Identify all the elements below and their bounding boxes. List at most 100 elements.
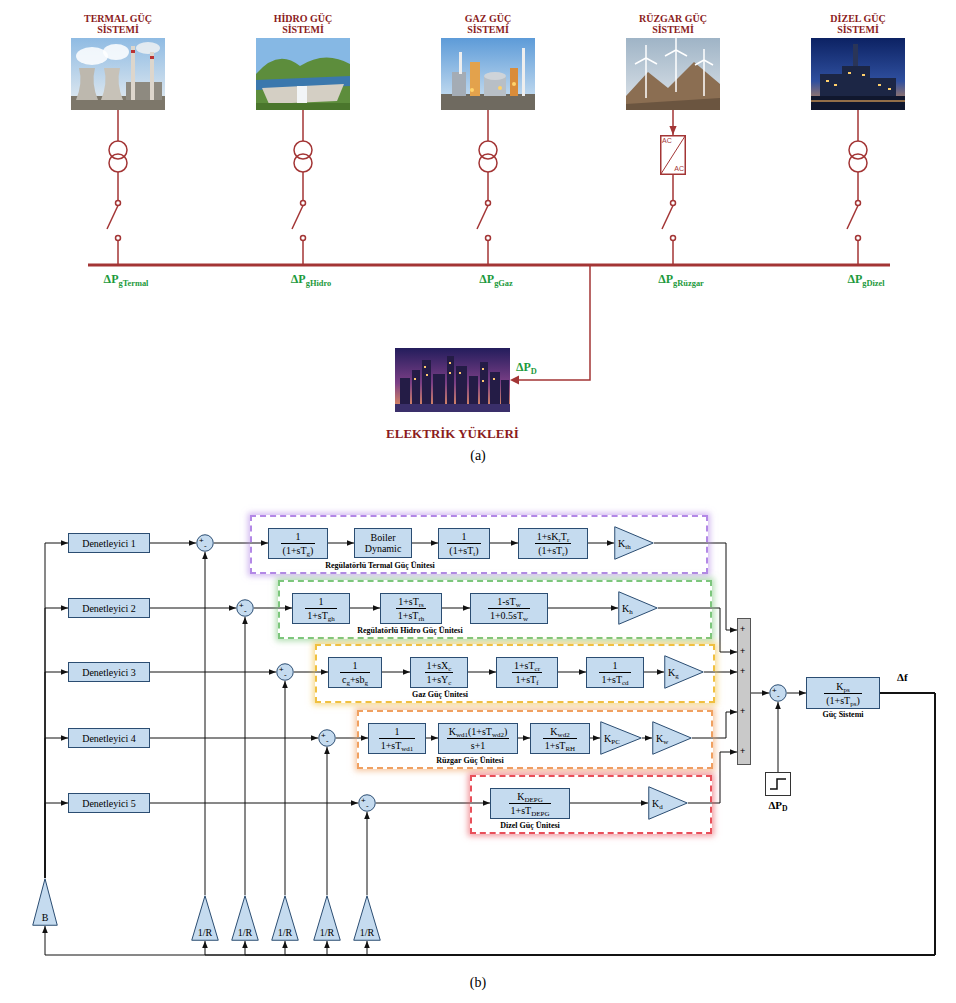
text-run: ) [856,695,859,706]
transfer-function-block: 1+sTcr1+sTf [496,657,558,688]
num: 1 [379,726,416,739]
text-run: 1+0.5sT [490,610,523,621]
text-run: 1+sT [511,805,532,816]
sg1: - [244,607,247,615]
power-wiring [301,201,306,206]
diesel-plant-picture [848,72,851,74]
signal-line [254,608,292,609]
power-wiring [116,236,121,241]
power-wiring [88,264,890,267]
controller-box: Denetleyici 2 [68,598,150,618]
text-holder: 1cg+sbg [340,660,370,685]
sg1: - [777,692,780,700]
diesel-plant-picture [878,84,881,86]
subscript: d [659,803,663,811]
city-load-picture [449,362,451,364]
ctrl-text: Denetleyici 2 [82,603,136,614]
num: 1 [447,531,480,544]
ctrl-text: Denetleyici 1 [82,538,136,549]
gain-block: 1/R [231,895,259,941]
gas-plant-picture [470,88,474,92]
text-run: T [561,531,567,542]
signal-line [245,693,935,955]
power-plant-photo: GAZ GÜÇ SİSTEMİ [441,38,535,110]
conv-a: AC [662,137,672,145]
subscript: f [536,679,538,687]
city-load-picture [424,366,426,368]
city-load-picture [469,376,478,404]
text-run: (1+sT [283,545,307,556]
power-wiring [302,172,304,201]
signal-line [45,543,68,878]
thermal-plant-picture [71,38,165,110]
plant-title: TERMAL GÜÇ SİSTEMİ [75,13,161,35]
process-block: Boiler Dynamic [354,528,412,558]
gain-block: KPC [600,721,642,755]
signal-line [150,672,276,673]
text-run: ΔP [516,360,531,374]
power-wiring [292,206,303,230]
subscript: w [523,615,528,623]
thermal-plant-picture [76,68,98,100]
sg0: + [199,537,204,545]
num: Kwd1(1+sTwd2) [447,726,510,739]
tri-r-text: Kd [652,798,663,809]
power-plant-photo: RÜZGAR GÜÇ SİSTEMİ [626,38,720,110]
wind-turbine-icon [665,50,676,56]
text-run: K [668,667,675,678]
subscript: c [448,665,451,673]
text-holder: Denetleyici 2 [82,603,136,614]
power-plant-photo: HİDRO GÜÇ SİSTEMİ [256,38,350,110]
wind-farm-picture [626,37,720,110]
power-wiring [487,241,489,266]
power-wiring [857,241,859,266]
plant-title: DİZEL GÜÇ SİSTEMİ [815,13,901,35]
unit-group: Dizel Güç ÜnitesiKDEPG1+sTDEPGKd [470,775,712,834]
gain-block: Kd [648,786,688,820]
subscript: DEPG [524,796,542,804]
subscript: wd1 [456,731,468,739]
tri-u-text: 1/R [313,927,341,938]
text-run: K [652,798,659,809]
text-run: 1 [352,660,357,671]
subscript: ps [850,700,856,708]
signal-line [382,672,410,673]
subscript: ps [844,686,850,694]
transfer-function-block: Kwd1(1+sTwd2)s+1 [438,723,518,754]
gain-block: Kg [664,655,704,689]
power-wiring [479,154,497,172]
group-title: Rüzgar Güç Ünitesi [436,756,503,766]
group-title: Gaz Güç Ünitesi [412,690,468,700]
text-run: +sb [350,674,365,685]
text-run: K [517,791,524,802]
city-load-picture [447,356,454,404]
wind-turbine-icon [676,50,687,56]
signal-line [426,738,438,739]
power-wiring [672,241,674,266]
text-run: K [656,733,663,744]
den: 1+0.5sTw [488,609,530,621]
signal-line [350,608,380,609]
text-holder: 1(1+sTt) [447,531,480,556]
den: 1+sTwd1 [379,739,416,751]
num: 1+sXc [425,660,454,673]
ctrl-text: Denetleyici 5 [82,798,136,809]
sg0: + [361,797,366,805]
wind-turbine-icon [635,58,646,64]
signal-line [245,617,246,895]
diesel-plant-picture [888,88,891,90]
controller-box: Denetleyici 5 [68,793,150,813]
subscript: g [364,679,368,687]
thermal-plant-picture [103,44,129,60]
transfer-function-block: 1(1+sTg) [268,528,328,559]
thermal-plant-picture [136,42,160,54]
text-run: 1+sT [398,610,419,621]
bar-sign: + [740,706,745,717]
city-load-picture [395,404,510,412]
hydro-plant-picture [256,38,350,110]
text-run: K [622,603,629,614]
text-holder: Denetleyici 1 [82,538,136,549]
signal-line [45,693,935,955]
tri-r-text: Kw [656,733,668,744]
power-wiring [486,236,491,241]
